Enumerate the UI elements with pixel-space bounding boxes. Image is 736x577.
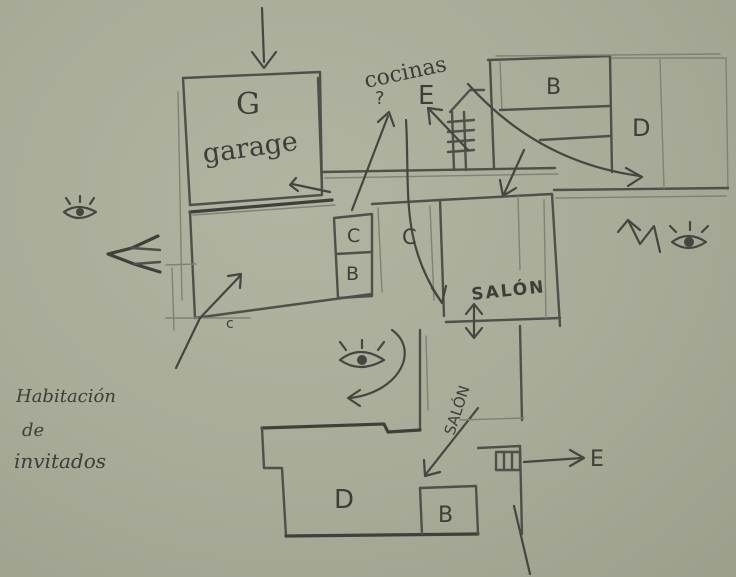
salon-vertical-arrow bbox=[464, 302, 484, 340]
top-bedroom-label: D bbox=[632, 114, 650, 142]
guest-room-label-line3: invitados bbox=[14, 449, 106, 473]
entry-stairs-icon bbox=[494, 450, 522, 472]
bath-down-arrow bbox=[498, 148, 526, 198]
corridor-label: C bbox=[402, 225, 417, 249]
top-bath bbox=[486, 53, 721, 174]
guest-room bbox=[165, 210, 374, 331]
hallway-arrow bbox=[422, 406, 480, 478]
guest-room-label-line1: Habitación bbox=[15, 386, 116, 407]
bottom-bath-label: B bbox=[438, 503, 453, 528]
entry-arrow-bottom bbox=[512, 504, 532, 576]
kitchen-arrow bbox=[350, 110, 396, 212]
bottom-block bbox=[260, 417, 525, 538]
eye-icon-left bbox=[62, 194, 98, 220]
eye-icon-center bbox=[338, 328, 406, 408]
bedroom-arrow bbox=[466, 82, 644, 188]
garage-label: garage bbox=[201, 126, 300, 170]
exit-arrow bbox=[522, 448, 586, 468]
kitchen-letter: E bbox=[418, 81, 434, 111]
top-bedroom bbox=[552, 57, 730, 199]
eye-icon-right bbox=[668, 220, 710, 250]
salon-label: SALÓN bbox=[470, 275, 546, 305]
zigzag-arrow-icon bbox=[616, 218, 662, 254]
exit-label: E bbox=[590, 447, 604, 472]
salon-rotated-label: SALÓN bbox=[440, 383, 474, 437]
question-mark: ? bbox=[375, 88, 385, 109]
garage-letter: G bbox=[236, 87, 260, 122]
kitchen-corner-arrow bbox=[426, 106, 470, 152]
guest-room-arrow bbox=[174, 272, 243, 370]
stairs-icon bbox=[446, 88, 486, 172]
bottom-bedroom-label: D bbox=[334, 485, 354, 515]
top-bath-label: B bbox=[546, 75, 561, 100]
garage-door-arrow bbox=[288, 176, 332, 194]
closet-label: C bbox=[347, 225, 360, 247]
garage-room bbox=[177, 70, 336, 301]
entry-arrow-top bbox=[250, 6, 278, 70]
guest-room-label-line2: de bbox=[22, 420, 44, 441]
hallway bbox=[418, 324, 524, 432]
arrow-west-icon bbox=[106, 234, 162, 274]
small-bath-label: B bbox=[346, 263, 359, 285]
corridor-arrow bbox=[404, 118, 448, 305]
closet-bath-block bbox=[332, 212, 374, 300]
salon-room bbox=[438, 192, 562, 328]
small-mark: c bbox=[226, 316, 234, 332]
